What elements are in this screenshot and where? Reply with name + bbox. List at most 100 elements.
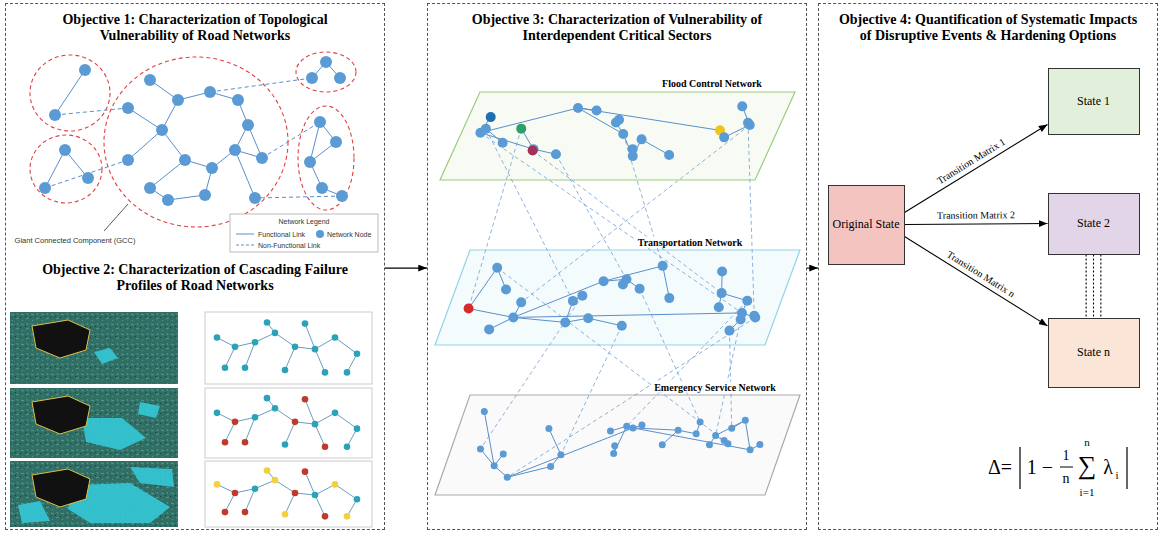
graph-node <box>302 320 309 327</box>
graph-node <box>232 490 239 497</box>
layer-node <box>560 317 570 327</box>
network-node <box>82 172 94 184</box>
network-node <box>204 86 216 98</box>
state-label: State 1 <box>1077 94 1110 109</box>
graph-node <box>264 395 271 402</box>
layer-link <box>513 281 603 317</box>
layer-link <box>484 411 494 465</box>
layer-node <box>743 118 753 128</box>
flood-extent <box>130 467 174 487</box>
network-node <box>336 190 348 202</box>
formula-denominator: n <box>1063 471 1070 486</box>
leader-line <box>104 204 128 231</box>
layer-node <box>516 124 526 134</box>
layer-link <box>469 268 498 309</box>
layer-node <box>607 428 614 435</box>
layer-node <box>749 311 759 321</box>
interlayer-link <box>556 154 627 279</box>
layer-node <box>638 421 645 428</box>
objective-heading: Objective 1: Characterization of Topolog… <box>6 12 384 44</box>
graph-node <box>242 439 249 446</box>
graph-node <box>272 405 279 412</box>
interlayer-link <box>561 326 622 455</box>
layer-node <box>481 408 488 415</box>
legend-entry: Non-Functional Link <box>258 242 320 249</box>
layer-node <box>614 115 624 125</box>
lake <box>32 320 90 358</box>
layer-network <box>475 101 754 161</box>
graph-node <box>264 467 271 474</box>
graph-node <box>222 364 229 371</box>
graph-link <box>315 495 325 516</box>
network-node <box>144 182 156 194</box>
network-node <box>39 182 51 194</box>
graph-link <box>255 333 275 342</box>
graph-frame <box>205 461 372 527</box>
network-node <box>316 182 328 194</box>
state-label: Original State <box>833 217 900 232</box>
component-boundary <box>298 106 354 210</box>
network-node <box>199 189 211 201</box>
layer-node <box>501 284 511 294</box>
layer-network <box>464 261 761 336</box>
graph-link <box>315 413 335 424</box>
graph-link <box>315 338 335 350</box>
transition-arrow <box>385 268 427 269</box>
graph-node <box>292 344 299 351</box>
dotted-connector <box>1086 255 1101 318</box>
interlayer-link <box>748 123 754 316</box>
state-box: Original State <box>828 185 905 265</box>
component-boundary <box>30 55 110 131</box>
layer-name: Flood Control Network <box>660 78 764 89</box>
layer-link <box>633 428 678 430</box>
graph-node <box>354 496 361 503</box>
layer-node <box>491 462 498 469</box>
layer-node <box>737 101 747 111</box>
network-node <box>162 194 174 206</box>
layer-node <box>756 441 763 448</box>
state-box: State 2 <box>1048 193 1140 255</box>
layer-node <box>481 124 491 134</box>
transition-label: Transition Matrix 2 <box>937 209 1015 221</box>
layer-node <box>568 296 578 306</box>
layer-node <box>742 417 749 424</box>
interlayer-link <box>486 129 573 301</box>
functional-link <box>55 70 85 115</box>
layer-link <box>513 313 742 318</box>
objective-heading: Objective 2: Characterization of Cascadi… <box>6 262 384 294</box>
non-functional-link <box>55 108 128 115</box>
layer-node <box>557 451 564 458</box>
objective-panel: Original StateState 1State 2State nObjec… <box>818 3 1158 530</box>
graph-link <box>245 342 255 368</box>
graph-link <box>245 417 255 442</box>
interlayer-link <box>480 296 582 449</box>
graph-node <box>214 334 221 341</box>
graph-link <box>305 472 315 495</box>
layer-node <box>658 261 668 271</box>
layer-node <box>611 442 618 449</box>
graph-link <box>285 422 295 445</box>
formula-limit: n <box>1084 436 1090 448</box>
layer-link <box>604 266 663 281</box>
network-node <box>242 119 254 131</box>
layer-node <box>500 451 507 458</box>
layer-link <box>507 467 550 478</box>
network-node <box>229 144 241 156</box>
transition-arrow <box>905 237 1048 326</box>
satellite-image <box>10 461 178 527</box>
interlayer-link <box>729 331 731 429</box>
network-node <box>59 144 71 156</box>
non-functional-link <box>210 78 312 92</box>
layer-node <box>547 463 554 470</box>
graph-link <box>275 480 295 493</box>
layer-node <box>504 474 511 481</box>
layer-node <box>742 296 752 306</box>
layer-node <box>693 430 700 437</box>
graph-node <box>214 481 221 488</box>
formula-subscript: i <box>1115 469 1118 481</box>
graph-node <box>242 364 249 371</box>
satellite-ground <box>10 461 178 527</box>
layer-node <box>516 297 526 307</box>
legend-title: Network Legend <box>279 218 330 226</box>
graph-link <box>225 422 235 442</box>
